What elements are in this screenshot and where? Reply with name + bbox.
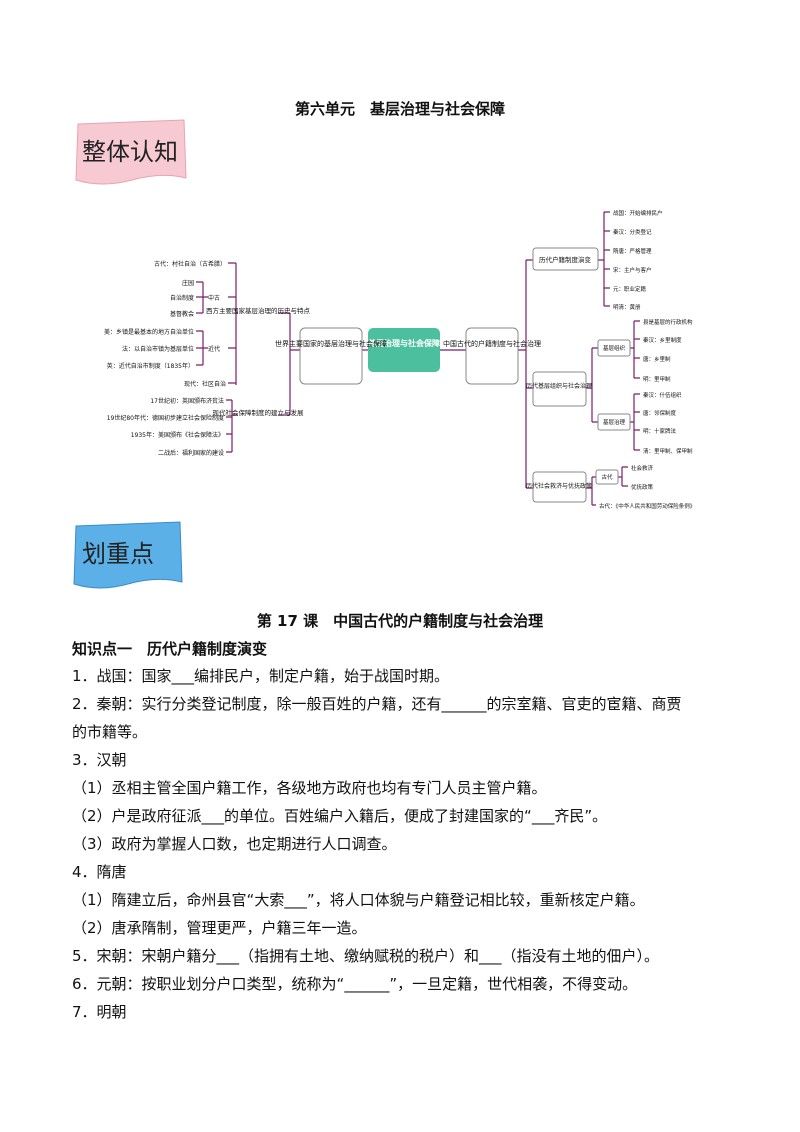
- r2a-node: [597, 339, 631, 357]
- section-heading: 知识点一 历代户籍制度演变: [72, 640, 268, 658]
- r3a-label: 古代: [601, 473, 613, 481]
- r3b-label: 古代：《中华人民共和国劳动保险条例》: [599, 502, 695, 510]
- welfare-item: 17世纪初：英国颁布济贫法: [150, 397, 224, 405]
- text-line: 5．宋朝：宋朝户籍分___（指拥有土地、缴纳赋税的税户）和___（指没有土地的佃…: [72, 947, 660, 965]
- r2a-item: 明：里甲制: [643, 375, 671, 383]
- contemporary-label: 现代：社区自治: [184, 380, 226, 388]
- text-line: 2．秦朝：实行分类登记制度，除一般百姓的户籍，还有______的宗室籍、官吏的宦…: [72, 695, 682, 713]
- r1-item: 隋唐：严格管理: [613, 247, 652, 255]
- text-line: （2）户是政府征派___的单位。百姓编户入籍后，便成了封建国家的“___齐民”。: [72, 807, 608, 825]
- r2b-item: 清：里甲制、保甲制: [643, 447, 693, 455]
- r2a-item: 秦汉：乡里制度: [643, 336, 682, 344]
- r2b-item: 秦汉：什伍组织: [643, 391, 682, 399]
- r2b-item: 明：十家牌法: [643, 427, 677, 435]
- center-node: [368, 328, 440, 372]
- right-main-node: [465, 327, 519, 385]
- modern-item: 美：乡镇是最基本的地方自治单位: [104, 328, 194, 336]
- r2b-node: [597, 413, 631, 431]
- r1-item: 元：职业定籍: [613, 285, 647, 293]
- overview-banner: 整体认知: [72, 118, 190, 186]
- r3a-item: 社会救济: [631, 464, 654, 472]
- r1-item: 明清：黄册: [613, 303, 641, 311]
- text-line: （1）丞相主管全国户籍工作，各级地方政府也均有专门人员主管户籍。: [72, 779, 547, 797]
- modern-item: 法：以自治市镇为基层单位: [122, 345, 194, 353]
- mindmap-boxes: [299, 247, 631, 503]
- ancient-label: 古代：村社自治（古希腊）: [154, 260, 226, 268]
- text-line: 的市籍等。: [72, 723, 148, 741]
- modern-label: 近代: [208, 345, 220, 353]
- r1-label: 历代户籍制度演变: [539, 255, 592, 264]
- r2a-item: 县是基层的行政机构: [643, 318, 693, 326]
- mindmap: 基层治理与社会保障 世界主要国家的基层治理与社会保障 中国古代的户籍制度与社会治…: [104, 209, 695, 510]
- r1-item: 战国：开始编排民户: [613, 209, 663, 217]
- medieval-item: 庄园: [182, 279, 194, 287]
- welfare-item: 二战后：福利国家的建设: [158, 449, 224, 457]
- medieval-item: 自治制度: [170, 294, 194, 302]
- r3-node: [532, 471, 587, 503]
- left-main-node: [299, 327, 363, 385]
- text-line: （1）隋建立后，命州县官“大索___”，将人口体貌与户籍登记相比较，重新核定户籍…: [72, 891, 645, 909]
- text-line: 1．战国：国家___编排民户，制定户籍，始于战国时期。: [72, 667, 450, 685]
- center-label: 基层治理与社会保障: [367, 338, 440, 348]
- r1-item: 宋：主户与客户: [613, 266, 652, 274]
- overview-banner-text: 整体认知: [82, 138, 178, 166]
- r3a-item: 优抚政策: [631, 483, 654, 491]
- focus-banner: 划重点: [72, 520, 184, 590]
- mindmap-labels: 基层治理与社会保障 世界主要国家的基层治理与社会保障 中国古代的户籍制度与社会治…: [104, 209, 695, 510]
- text-line: （2）唐承隋制，管理更严，户籍三年一造。: [72, 919, 367, 937]
- unit-title: 第六单元 基层治理与社会保障: [294, 100, 505, 118]
- banner-shape-pink: [75, 119, 187, 185]
- text-line: 4．隋唐: [72, 863, 127, 881]
- r3a-node: [595, 469, 619, 485]
- left-sub1-label: 西方主要国家基层治理的历史与特点: [206, 306, 311, 315]
- modern-item: 英：近代自治市制度（1835年）: [107, 362, 194, 370]
- left-sub2-label: 现代社会保障制度的建立与发展: [213, 408, 305, 417]
- r2-node: [532, 371, 587, 407]
- mindmap-connectors: [196, 211, 640, 506]
- r2b-item: 唐：邻保制度: [643, 409, 677, 417]
- right-main-label: 中国古代的户籍制度与社会治理: [443, 339, 541, 348]
- lesson-title: 第 17 课 中国古代的户籍制度与社会治理: [256, 612, 544, 630]
- r1-item: 秦汉：分类登记: [613, 228, 652, 236]
- r2a-item: 唐：乡里制: [643, 355, 671, 363]
- welfare-item: 1935年：美国颁布《社会保障法》: [131, 431, 224, 439]
- welfare-item: 19世纪80年代：德国初步建立社会保险制度: [107, 414, 224, 422]
- text-line: 3．汉朝: [72, 751, 127, 769]
- r2a-label: 基层组织: [603, 344, 626, 352]
- medieval-item: 基督教会: [170, 310, 194, 318]
- r1-node: [532, 247, 599, 271]
- r3-label: 历代社会救济与优抚政策: [526, 482, 592, 490]
- r2b-label: 基层治理: [603, 418, 626, 426]
- banner-shape-blue: [73, 521, 183, 589]
- focus-banner-text: 划重点: [82, 540, 154, 568]
- text-line: 6．元朝：按职业划分户口类型，统称为“______”，一旦定籍，世代相袭，不得变…: [72, 975, 638, 993]
- medieval-label: 中古: [208, 294, 220, 302]
- text-line: 7．明朝: [72, 1003, 127, 1021]
- text-line: （3）政府为掌握人口数，也定期进行人口调查。: [72, 835, 397, 853]
- r2-label: 历代基层组织与社会治理: [526, 382, 592, 390]
- left-main-label: 世界主要国家的基层治理与社会保障: [275, 339, 387, 348]
